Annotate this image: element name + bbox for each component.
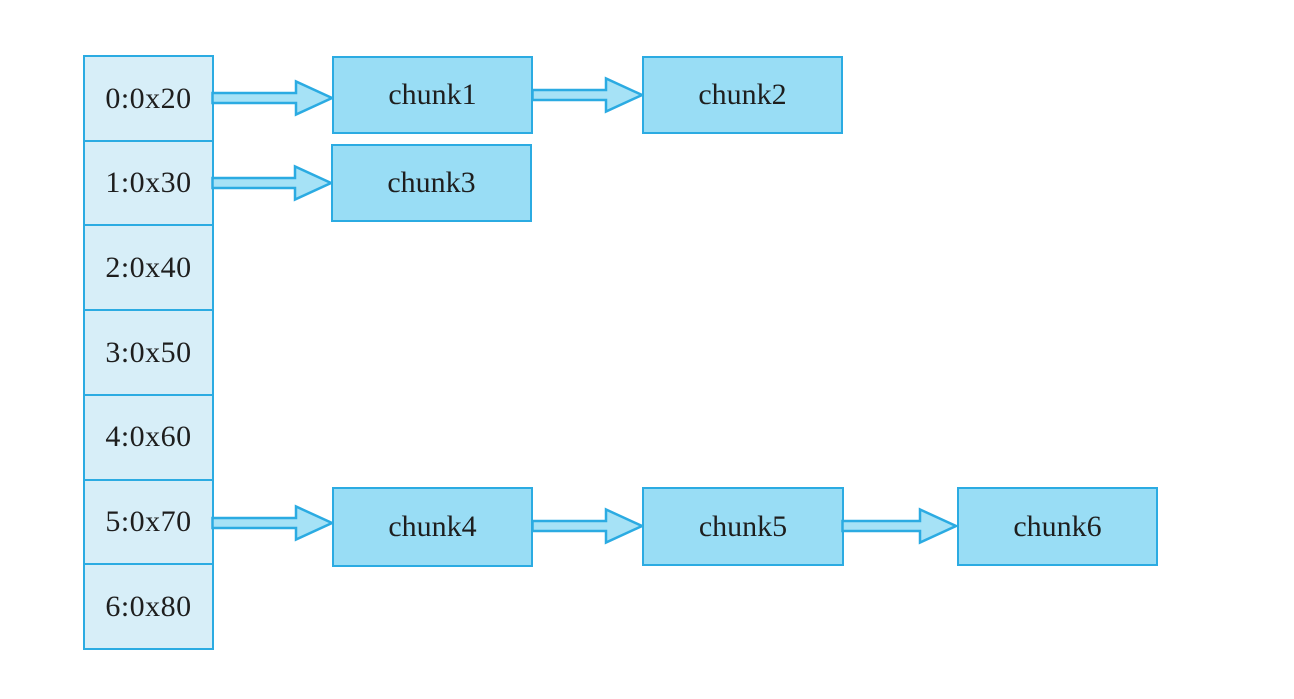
- bin-cell-2: 2:0x40: [83, 224, 214, 312]
- chunk3-box: chunk3: [331, 144, 532, 222]
- chunk4-box: chunk4: [332, 487, 533, 567]
- bins-table: 0:0x20 1:0x30 2:0x40 3:0x50 4:0x60 5:0x7…: [83, 55, 214, 650]
- bin-cell-0: 0:0x20: [83, 55, 214, 142]
- chunk2-box: chunk2: [642, 56, 843, 134]
- bin-cell-1: 1:0x30: [83, 139, 214, 227]
- chunk1-box: chunk1: [332, 56, 533, 134]
- arrow-right-icon: [531, 507, 644, 545]
- chunk6-box: chunk6: [957, 487, 1158, 566]
- chunk5-box: chunk5: [642, 487, 844, 566]
- arrow-right-icon: [211, 164, 333, 202]
- bin-cell-6: 6:0x80: [83, 563, 214, 650]
- arrow-right-icon: [211, 504, 334, 542]
- bin-cell-5: 5:0x70: [83, 478, 214, 566]
- arrow-right-icon: [211, 79, 334, 117]
- bin-cell-4: 4:0x60: [83, 393, 214, 481]
- arrow-right-icon: [531, 76, 644, 114]
- arrow-right-icon: [841, 507, 958, 545]
- bin-cell-3: 3:0x50: [83, 309, 214, 397]
